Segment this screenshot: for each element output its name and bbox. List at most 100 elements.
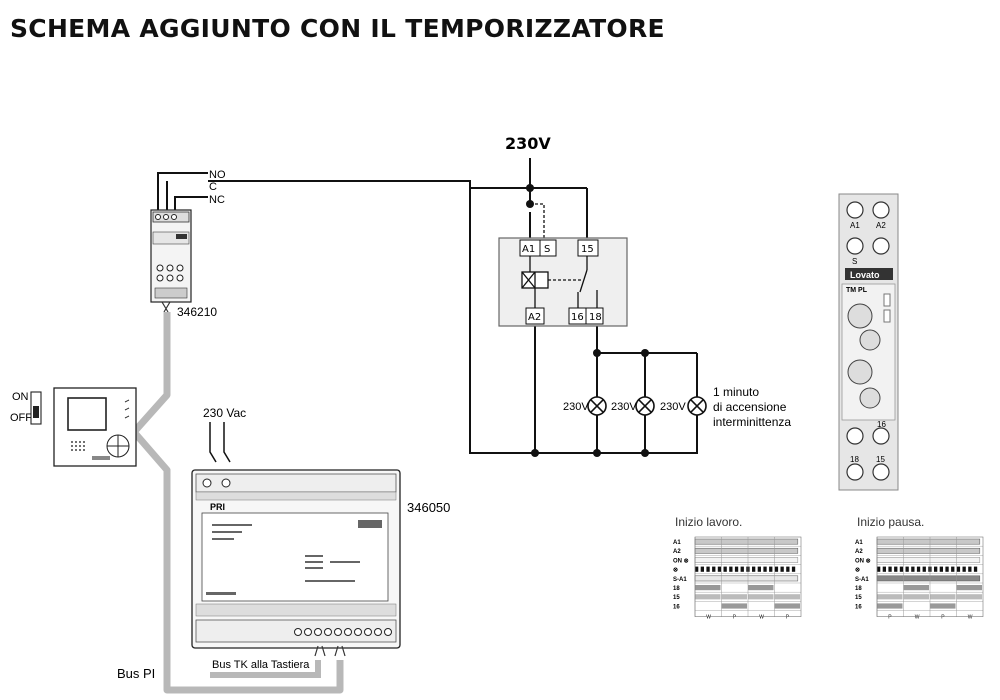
- power-supply-unit: [191, 469, 401, 657]
- timing-output-segment: [903, 585, 929, 591]
- timing-row-label: 16: [855, 604, 862, 610]
- timing-blink-mark: [911, 566, 915, 572]
- lovato-terminal-15: 15: [876, 455, 885, 464]
- wire-nodes: [526, 184, 649, 457]
- timer-terminal-s: S: [544, 244, 550, 255]
- timing-output-segment: [877, 603, 903, 609]
- timing-row-label: 18: [673, 586, 680, 592]
- timing-supply-bar: [876, 538, 981, 545]
- timing-blink-mark: [706, 566, 710, 572]
- timing-blink-mark: [723, 566, 727, 572]
- timing-blink-mark: [774, 566, 779, 572]
- timing-row-label: ON ⊗: [855, 558, 871, 564]
- relay-code: 346210: [177, 305, 217, 319]
- timing-axis-label: P: [941, 615, 945, 621]
- timing-blink-mark: [882, 566, 886, 572]
- timing-common-segment: [774, 594, 800, 600]
- lovato-model: TM PL: [846, 287, 868, 294]
- timing-row-label: A1: [673, 540, 681, 546]
- lamp-1-label: 230V: [563, 401, 589, 413]
- timing-blink-mark: [769, 566, 773, 572]
- timing-blink-mark: [956, 566, 961, 572]
- timing-row-label: A1: [855, 540, 863, 546]
- timing-output-segment: [930, 603, 956, 609]
- lovato-terminal-16: 16: [877, 420, 886, 429]
- lovato-timer: [838, 193, 899, 491]
- timing-blink-mark: [934, 566, 938, 572]
- timing-common-segment: [721, 594, 747, 600]
- timing-row-label: ON ⊗: [673, 558, 689, 564]
- timing-blink-mark: [791, 566, 796, 572]
- timer-terminal-16: 16: [571, 312, 584, 323]
- timing-axis-label: W: [759, 615, 764, 621]
- timing-blink-mark: [916, 566, 921, 572]
- timing-row-label: S-A1: [855, 577, 869, 583]
- timing-row-label: A2: [673, 549, 681, 555]
- timing-blink-mark: [888, 566, 892, 572]
- terminal-c: C: [209, 181, 217, 193]
- timing-common-segment: [748, 594, 774, 600]
- bus-pi-label: Bus PI: [117, 666, 155, 681]
- lovato-terminal-18: 18: [850, 455, 859, 464]
- timing-row-label: 15: [673, 595, 680, 601]
- switch-on-label: ON: [12, 391, 29, 403]
- lovato-brand: Lovato: [850, 270, 880, 280]
- timing-blink-mark: [894, 566, 898, 572]
- lamp-3-label: 230V: [660, 401, 686, 413]
- timing-blink-mark: [973, 566, 978, 572]
- timing-output-segment: [748, 585, 774, 591]
- timing-blink-mark: [763, 566, 767, 572]
- timing-common-segment: [877, 594, 903, 600]
- timing-blink-mark: [729, 566, 733, 572]
- lamp-note-line-2: di accensione: [713, 400, 787, 414]
- timing-axis-label: P: [733, 615, 737, 621]
- timing-blink-mark: [968, 566, 972, 572]
- lamp-2-label: 230V: [611, 401, 637, 413]
- timer-terminal-a1: A1: [522, 244, 535, 255]
- page-title: SCHEMA AGGIUNTO CON IL TEMPORIZZATORE: [10, 14, 665, 43]
- timing-row-label: A2: [855, 549, 863, 555]
- timer-block: A1 S 15 A2 16 18: [498, 237, 628, 327]
- bus-tk-cable: [210, 660, 321, 678]
- timing-blink-mark: [700, 566, 704, 572]
- timing-blink-mark: [905, 566, 909, 572]
- timing-row-label: 18: [855, 586, 862, 592]
- timing-blink-mark: [757, 566, 761, 572]
- timing-axis-label: P: [888, 615, 892, 621]
- timing-blink-mark: [939, 566, 943, 572]
- timing-s-a1-bar: [694, 575, 799, 582]
- timing-blink-mark: [734, 566, 739, 572]
- timing-blink-mark: [877, 566, 881, 572]
- lamp-group: [587, 396, 707, 416]
- timer-terminal-15: 15: [581, 244, 594, 255]
- lamp-note-line-1: 1 minuto: [713, 385, 759, 399]
- timing-axis-label: W: [968, 615, 973, 621]
- timing-row-label: S-A1: [673, 577, 687, 583]
- timing-frame: [694, 536, 802, 617]
- control-dashed-wire: [530, 203, 545, 238]
- timing-blink-mark: [951, 566, 955, 572]
- timing-blink-mark: [752, 566, 756, 572]
- timing-output-segment: [721, 603, 747, 609]
- timing-common-segment: [930, 594, 956, 600]
- timing-output-segment: [774, 603, 800, 609]
- terminal-nc: NC: [209, 194, 225, 206]
- timing-common-segment: [903, 594, 929, 600]
- timer-terminal-a2: A2: [528, 312, 541, 323]
- timing-common-segment: [956, 594, 982, 600]
- timer-terminal-18: 18: [589, 312, 602, 323]
- timing-output-segment: [695, 585, 721, 591]
- timing-on-bar: [876, 557, 981, 563]
- timing-blink-mark: [962, 566, 966, 572]
- timing-row-label: 15: [855, 595, 862, 601]
- timing-row-label: 16: [673, 604, 680, 610]
- lovato-terminal-a1: A1: [850, 221, 860, 230]
- timing-row-label: ⊗: [673, 568, 678, 574]
- bus-pi-cable: [130, 312, 344, 694]
- timing-output-segment: [956, 585, 982, 591]
- relay-module: [150, 209, 192, 313]
- bus-tk-label: Bus TK alla Tastiera: [212, 659, 310, 671]
- timing-pause-title: Inizio pausa.: [857, 515, 924, 529]
